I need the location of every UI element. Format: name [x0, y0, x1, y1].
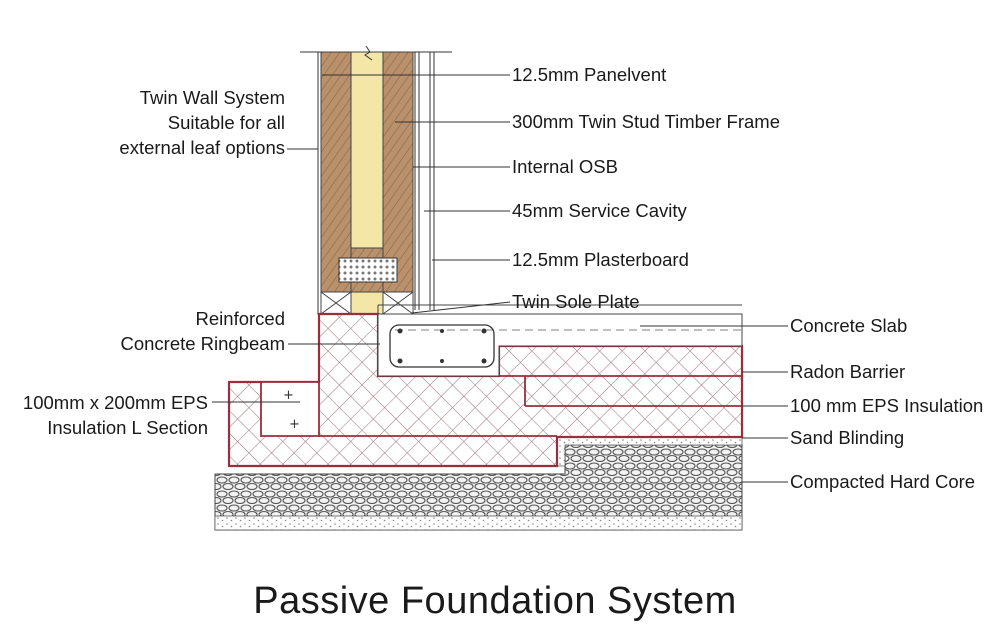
sole-plates [320, 291, 414, 315]
insulation-core [350, 51, 384, 249]
rebar-cage [389, 324, 495, 368]
label-ringbeam-1: Reinforced [196, 308, 285, 329]
timber-wall [300, 45, 452, 315]
label-sand-blinding: Sand Blinding [790, 427, 904, 448]
leader-lines [212, 74, 788, 483]
service-pipe [338, 257, 398, 283]
concrete-slab [377, 304, 743, 377]
label-eps-insulation: 100 mm EPS Insulation [790, 395, 983, 416]
svg-text:+: + [283, 388, 294, 403]
label-internal-osb: Internal OSB [512, 156, 618, 177]
diagram-title: Passive Foundation System [253, 580, 737, 622]
label-eps-l-1: 100mm x 200mm EPS [23, 392, 208, 413]
label-ringbeam-2: Concrete Ringbeam [120, 333, 285, 354]
label-panelvent: 12.5mm Panelvent [512, 64, 666, 85]
label-eps-l-2: Insulation L Section [47, 417, 208, 438]
label-twin-wall-1: Twin Wall System [140, 87, 285, 108]
label-hardcore: Compacted Hard Core [790, 471, 975, 492]
labels: Twin Wall System Suitable for all extern… [23, 64, 983, 622]
label-twin-wall-3: external leaf options [119, 137, 285, 158]
label-timber-frame: 300mm Twin Stud Timber Frame [512, 111, 780, 132]
label-plasterboard: 12.5mm Plasterboard [512, 249, 689, 270]
label-concrete-slab: Concrete Slab [790, 315, 907, 336]
label-radon-barrier: Radon Barrier [790, 361, 905, 382]
svg-text:+: + [289, 417, 300, 432]
label-service-cavity: 45mm Service Cavity [512, 200, 688, 221]
label-sole-plate: Twin Sole Plate [512, 291, 640, 312]
label-twin-wall-2: Suitable for all [168, 112, 285, 133]
